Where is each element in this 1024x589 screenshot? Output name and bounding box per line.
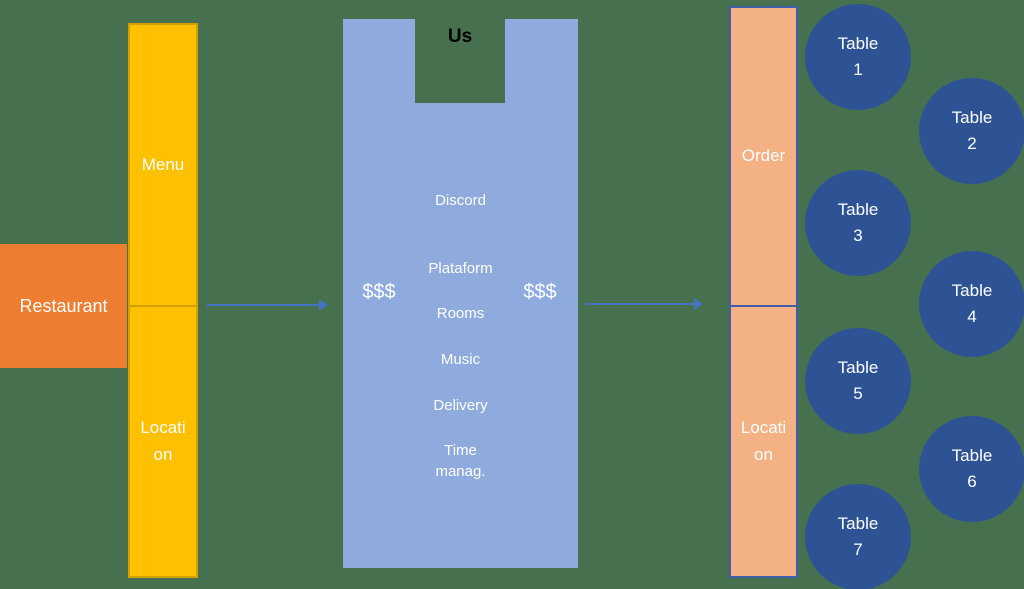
- table-1-label: Table 1: [837, 33, 879, 79]
- money-left-label: $$$: [362, 281, 396, 303]
- table-5-node: Table 5: [805, 328, 911, 434]
- table-6-node: Table 6: [919, 416, 1024, 522]
- table-4-node: Table 4: [919, 251, 1024, 357]
- money-right-label: $$$: [523, 281, 557, 303]
- platform-item-discord: Discord: [435, 192, 486, 209]
- table-4-label: Table 4: [951, 280, 993, 326]
- location-label: Locati on: [140, 417, 186, 464]
- platform-item-music: Music: [440, 351, 481, 368]
- restaurant-label: Restaurant: [19, 295, 108, 316]
- platform-item-rooms: Rooms: [436, 305, 485, 322]
- platform-item-delivery: Delivery: [433, 397, 488, 414]
- menu-location-bar: Menu Locati on: [128, 23, 198, 578]
- restaurant-node: Restaurant: [0, 244, 127, 368]
- platform-item-plataform: Plataform: [428, 260, 493, 277]
- table-6-label: Table 6: [951, 445, 993, 491]
- arrow-platform-to-order: [585, 298, 703, 310]
- location-section: Locati on: [130, 307, 196, 576]
- table-1-node: Table 1: [805, 4, 911, 110]
- table-2-label: Table 2: [951, 107, 993, 153]
- table-5-label: Table 5: [837, 357, 879, 403]
- us-title: Us: [447, 26, 473, 47]
- order-label: Order: [741, 146, 786, 166]
- platform-item-time-manag: Time manag.: [435, 442, 486, 480]
- table-2-node: Table 2: [919, 78, 1024, 184]
- order-location-section: Locati on: [731, 307, 796, 576]
- menu-section: Menu: [130, 25, 196, 307]
- table-7-label: Table 7: [837, 513, 879, 559]
- menu-label: Menu: [141, 154, 185, 174]
- order-section: Order: [731, 8, 796, 307]
- order-location-bar: Order Locati on: [729, 6, 798, 578]
- arrow-restaurant-to-platform: [207, 299, 328, 311]
- table-3-node: Table 3: [805, 170, 911, 276]
- order-location-label: Locati on: [740, 417, 787, 464]
- table-3-label: Table 3: [837, 199, 879, 245]
- platform-shape: Discord Plataform Rooms Music Delivery T…: [343, 19, 578, 568]
- table-7-node: Table 7: [805, 484, 911, 589]
